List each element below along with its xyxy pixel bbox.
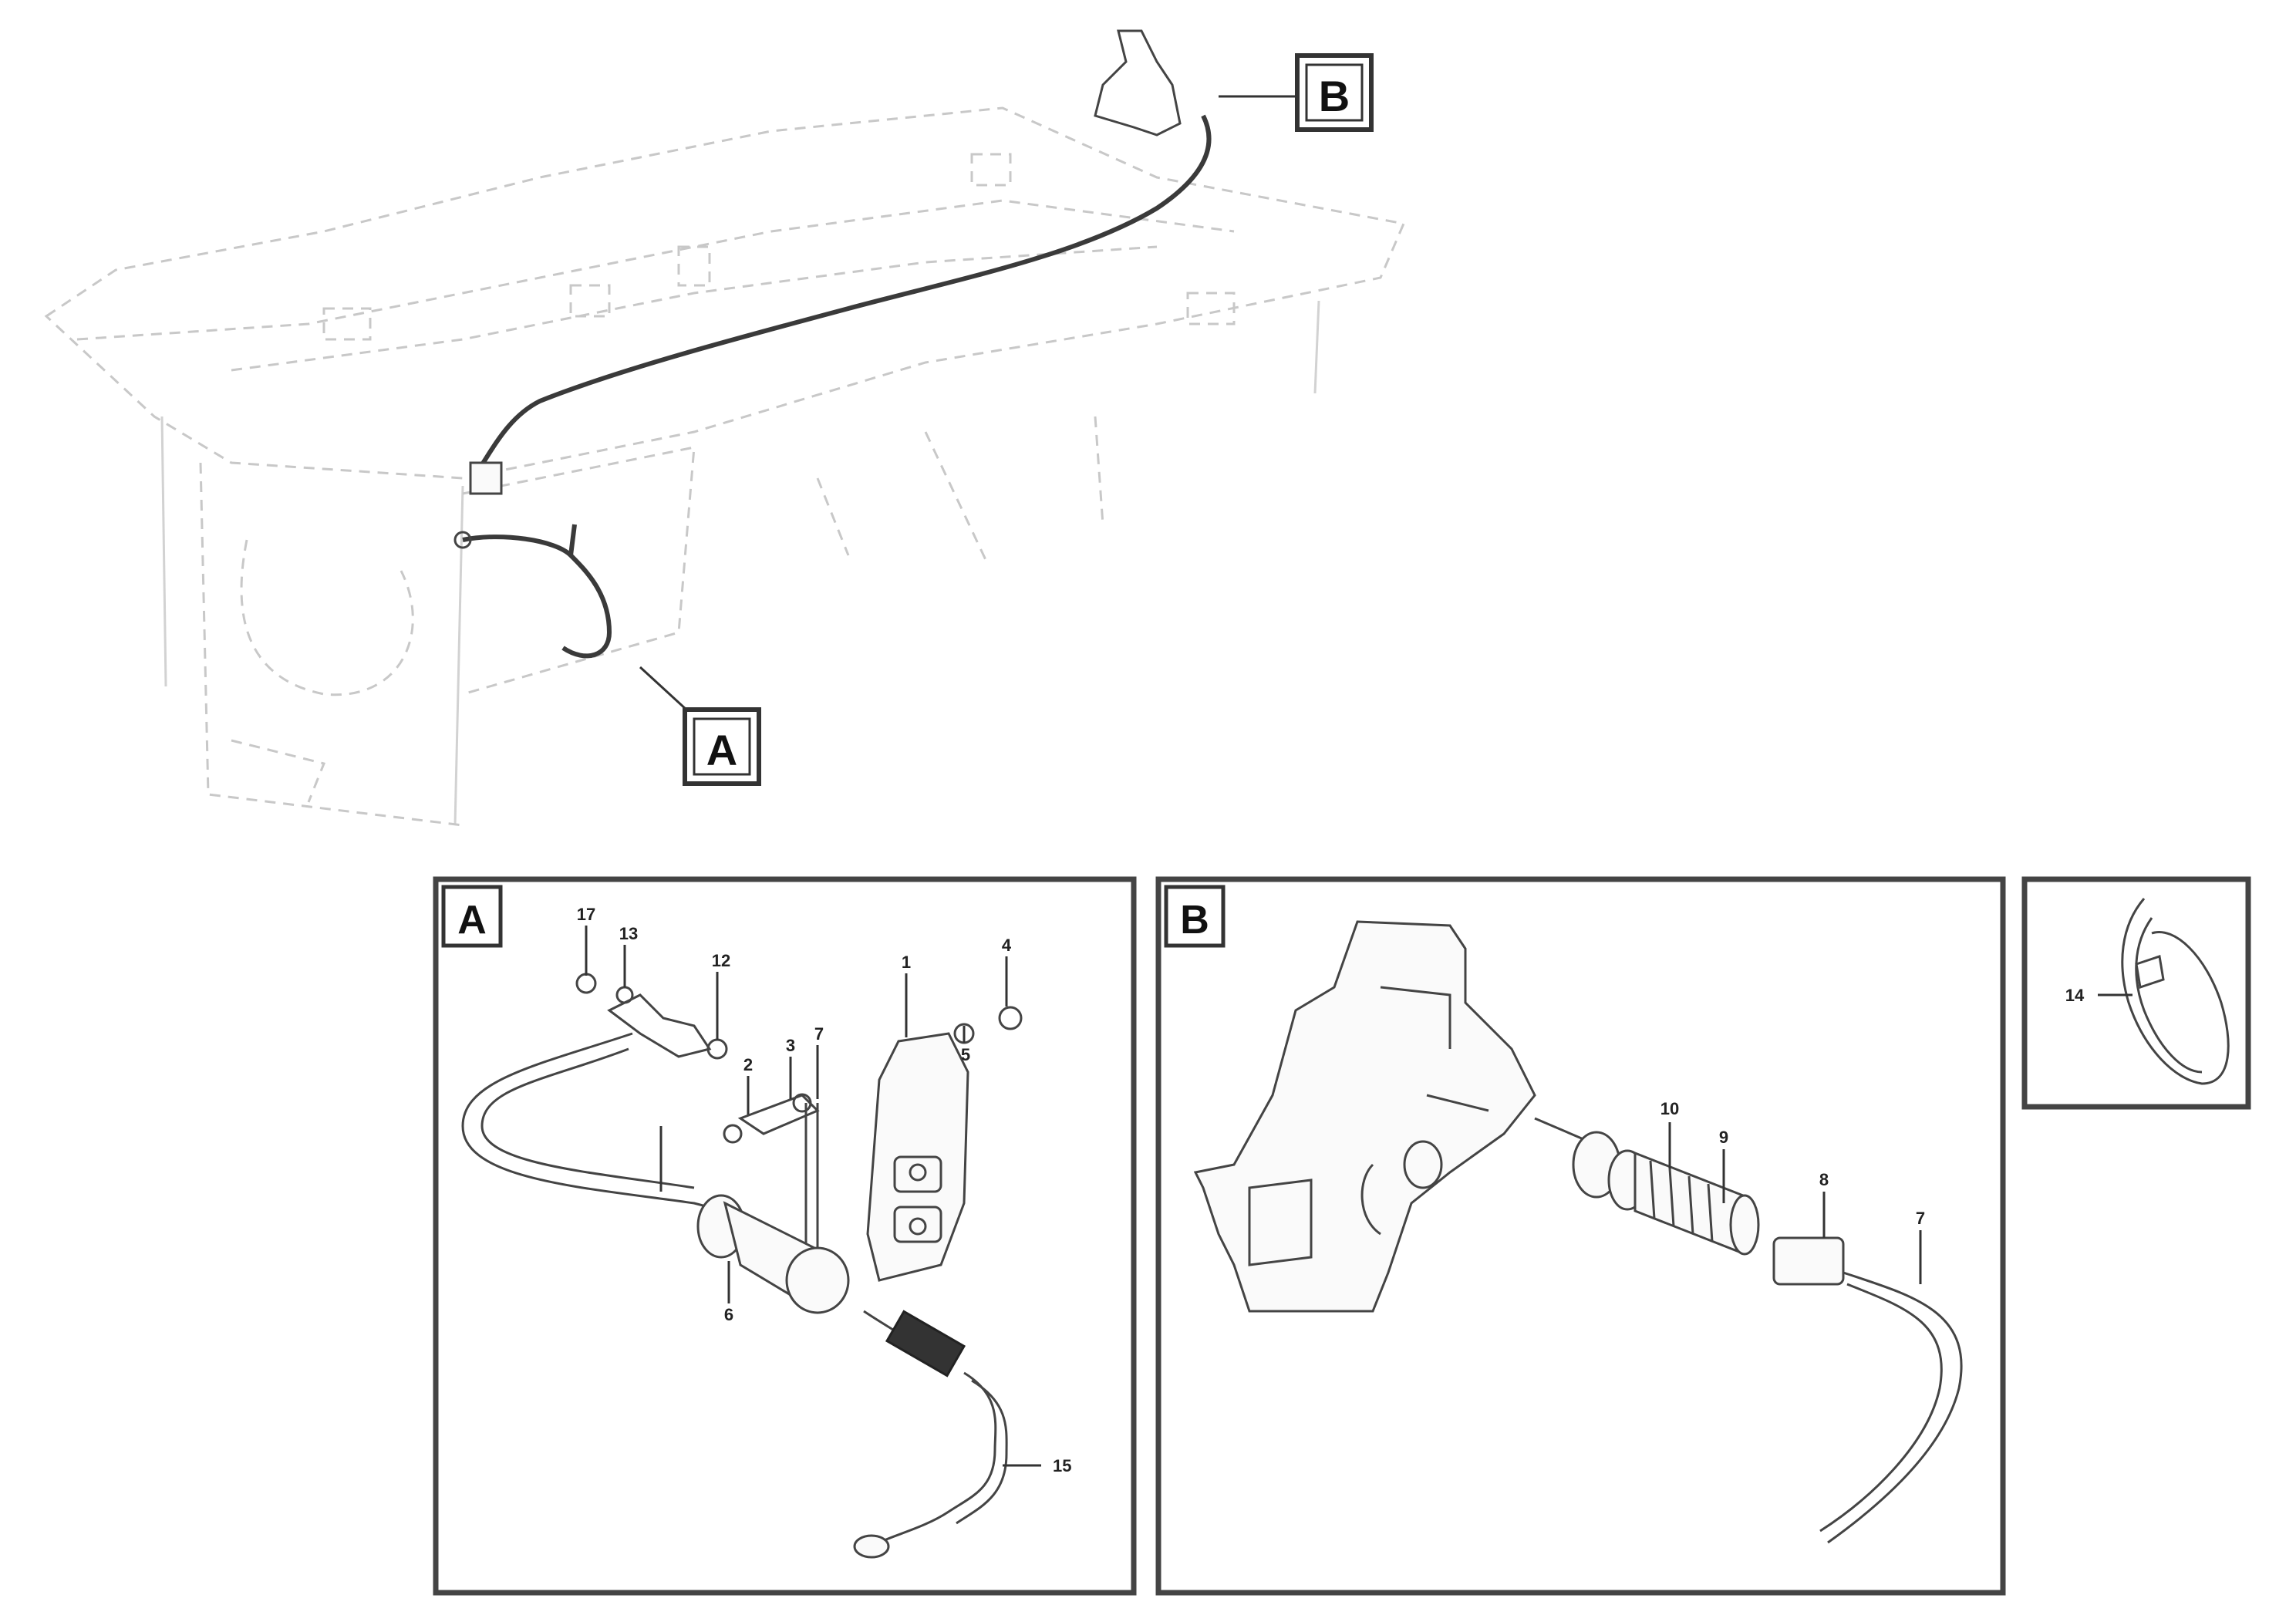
detail-a-item: 5: [961, 1045, 970, 1064]
overview-harness: [453, 29, 1212, 659]
detail-a-item: 17: [577, 905, 595, 924]
overview-callout-b-label: B: [1319, 72, 1350, 120]
overview-callout-a[interactable]: A: [639, 666, 761, 786]
detail-a-item: 2: [743, 1055, 753, 1074]
detail-a-item: 7: [814, 1024, 824, 1044]
detail-a-label: A: [457, 898, 487, 943]
detail-a-item: 1: [902, 953, 911, 972]
machine-overview: [44, 106, 1406, 827]
detail-a-item: 13: [619, 924, 638, 943]
detail-a-item: 15: [1053, 1456, 1071, 1475]
overview-callout-b[interactable]: B: [1219, 53, 1374, 132]
detail-a-item: 12: [712, 951, 730, 970]
detail-a-item: 3: [786, 1036, 795, 1055]
detail-a-item: 6: [724, 1305, 733, 1324]
detail-a-panel: A: [433, 876, 1137, 1596]
detail-b-item: 8: [1819, 1170, 1829, 1189]
detail-b-panel: B 10 9 8 7: [1155, 876, 2006, 1596]
detail-a-leaders: [585, 926, 1041, 1467]
overview-callout-a-label: A: [706, 726, 737, 774]
detail-b-label: B: [1180, 898, 1209, 943]
detail-b-item: 9: [1719, 1128, 1728, 1147]
detail-c-item: 14: [2065, 986, 2085, 1005]
detail-a-item: 4: [1002, 936, 1012, 955]
detail-b-item: 10: [1660, 1099, 1679, 1118]
detail-c-panel: 14: [2021, 876, 2251, 1110]
detail-b-item: 7: [1916, 1209, 1925, 1228]
